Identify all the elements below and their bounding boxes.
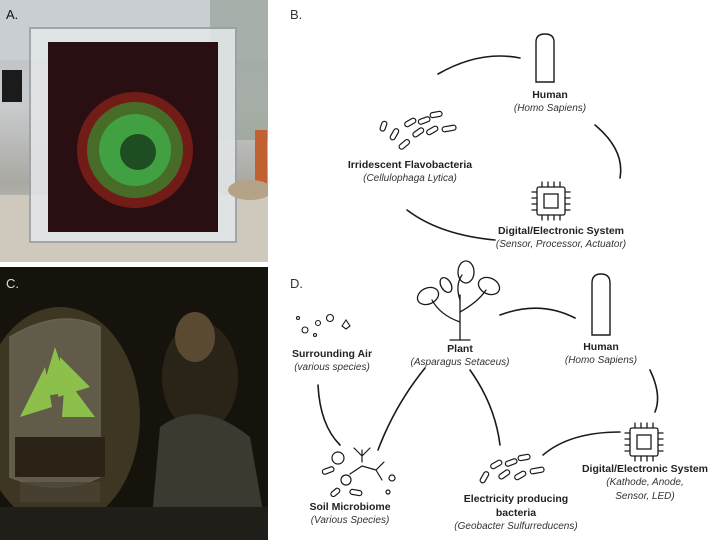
line-plant-soil [377,367,426,451]
node-b-digital-subtitle: (Sensor, Processor, Actuator) [495,239,627,250]
node-b-digital: Digital/Electronic System (Sensor, Proce… [486,224,636,252]
line-human-digital [649,369,659,413]
plant-lamp-illustration [0,267,268,540]
node-b-bacteria: Irridescent Flavobacteria (Cellulophaga … [330,158,490,186]
arc-bacteria-human [437,55,521,75]
node-d-bacteria: Electricity producing bacteria (Geobacte… [446,492,586,534]
air-particles-icon [295,313,351,338]
arc-digital-bacteria [406,209,496,241]
node-d-digital-subtitle-2: Sensor, LED) [615,491,675,502]
node-d-plant: Plant (Asparagus Setaceus) [405,342,515,370]
panel-letter-a: A. [6,7,19,22]
node-b-human: Human (Homo Sapiens) [500,88,600,116]
line-plant-human [499,307,576,319]
chip-icon-d [624,422,664,462]
node-d-bacteria-title-2: bacteria [495,507,537,519]
photo-plant-lamp [0,267,268,540]
node-b-digital-title: Digital/Electronic System [497,225,625,237]
node-b-human-title: Human [532,89,568,101]
node-b-bacteria-title: Irridescent Flavobacteria [347,159,473,171]
electric-bacteria-icon [479,453,545,484]
human-icon [535,33,555,83]
node-d-soil: Soil Microbiome (Various Species) [300,500,400,528]
node-d-human: Human (Homo Sapiens) [551,340,651,368]
panel-letter-b: B. [290,7,303,22]
node-d-digital: Digital/Electronic System (Kathode, Anod… [578,462,712,504]
node-d-digital-subtitle-1: (Kathode, Anode, [606,477,684,488]
panel-letter-c: C. [6,276,19,291]
node-b-human-subtitle: (Homo Sapiens) [513,103,587,114]
incubator-illustration [0,0,268,262]
node-d-air: Surrounding Air (various species) [282,347,382,375]
node-d-human-subtitle: (Homo Sapiens) [564,355,638,366]
soil-microbiome-icon [321,447,396,498]
node-d-air-title: Surrounding Air [291,348,373,360]
node-d-bacteria-title-1: Electricity producing [463,493,569,505]
panel-letter-d: D. [290,276,303,291]
node-d-digital-title: Digital/Electronic System [581,463,709,475]
node-d-plant-title: Plant [447,343,473,355]
node-d-plant-subtitle: (Asparagus Setaceus) [410,357,510,368]
line-plant-bacteria [469,369,501,446]
node-b-bacteria-subtitle: (Cellulophaga Lytica) [363,173,457,184]
node-d-soil-subtitle: (Various Species) [310,515,390,526]
arc-human-digital [594,124,622,179]
human-icon-d [591,273,611,336]
plant-icon [416,260,501,341]
photo-bacteria-incubator [0,0,268,262]
node-d-bacteria-subtitle: (Geobacter Sulfurreducens) [454,521,578,532]
node-d-air-subtitle: (various species) [294,362,370,373]
node-d-soil-title: Soil Microbiome [309,501,391,513]
node-d-human-title: Human [583,341,619,353]
bacteria-icon [379,110,457,150]
line-air-soil [317,384,341,446]
line-digital-bacteria [542,431,621,456]
chip-icon [531,181,571,221]
